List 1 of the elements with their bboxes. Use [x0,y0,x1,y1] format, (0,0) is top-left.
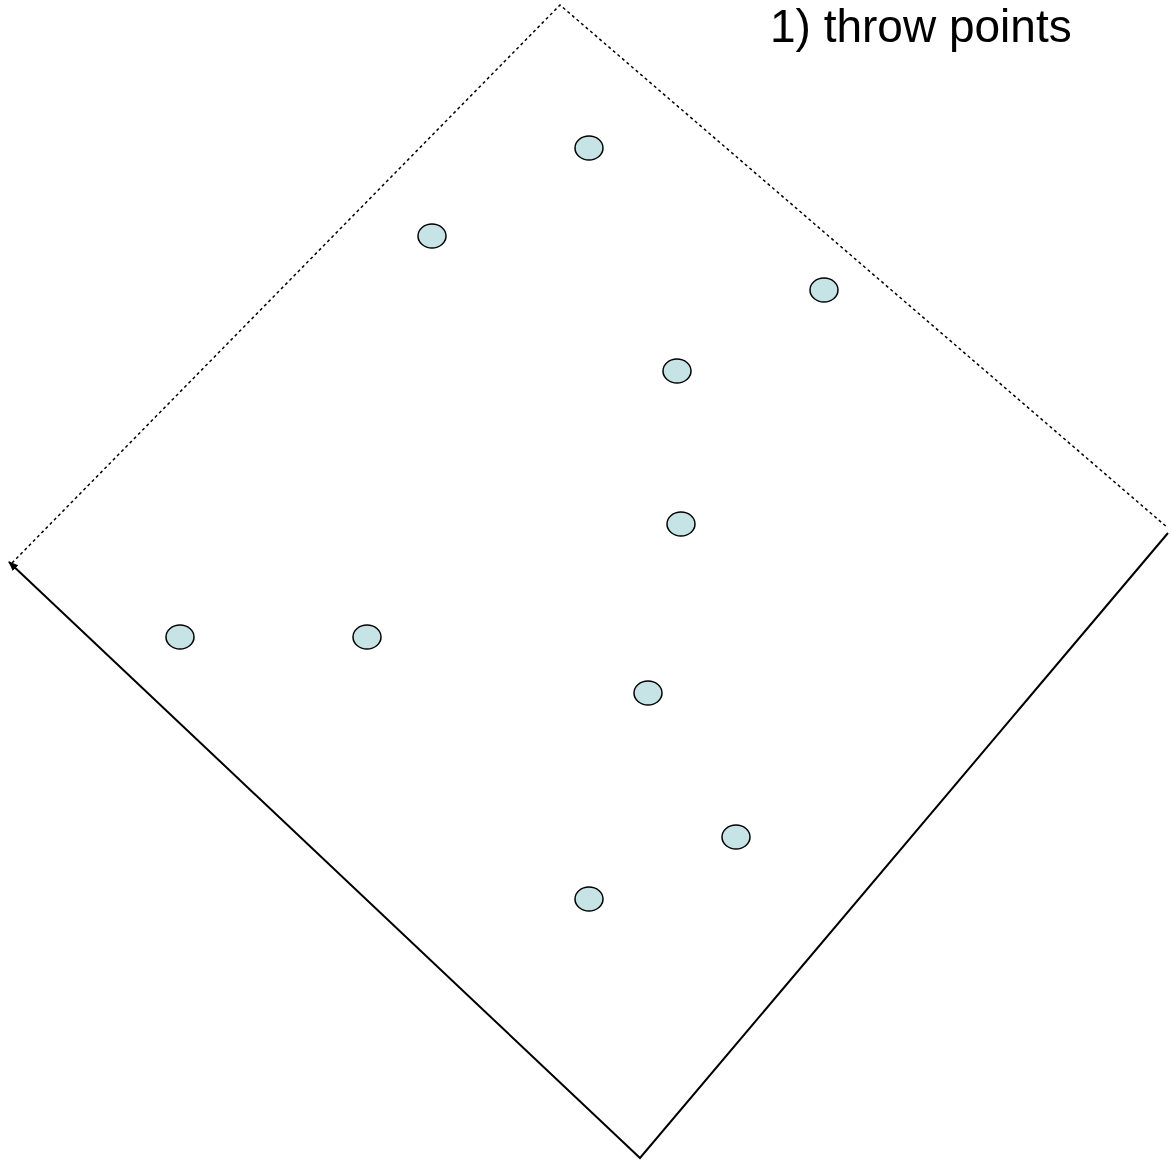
heading-text: 1) throw points [770,0,1072,52]
